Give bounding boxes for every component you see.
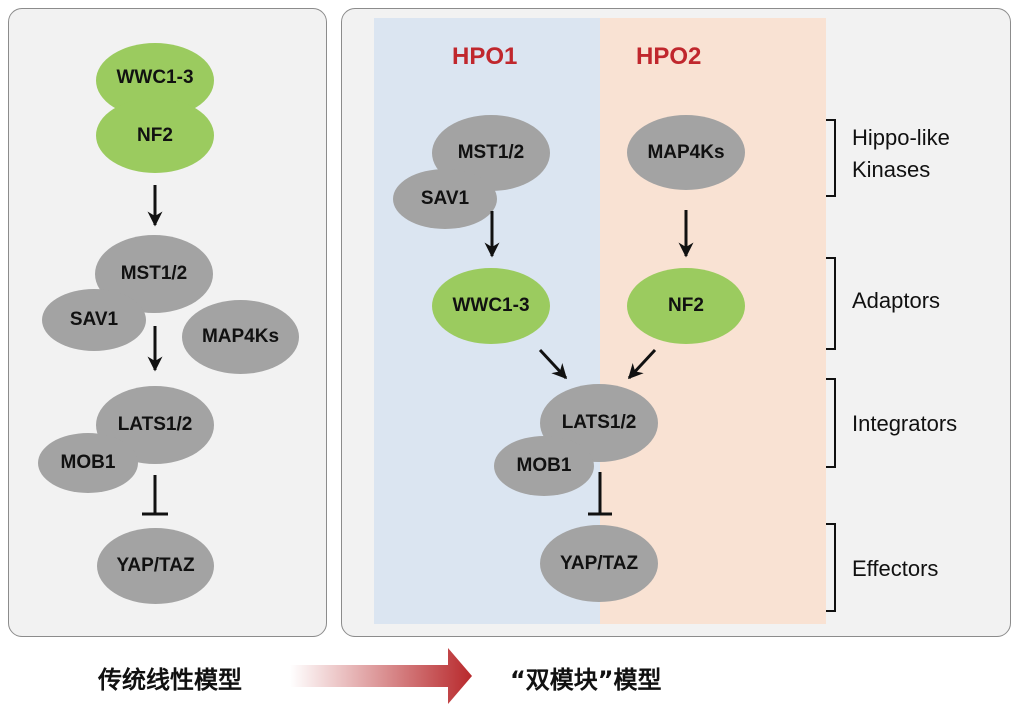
dual-module-caption: “双模块”模型 bbox=[510, 666, 662, 694]
hpo1-sav-node: SAV1 bbox=[393, 169, 497, 229]
bracket-effectors bbox=[826, 523, 836, 612]
bracket-adaptors bbox=[826, 257, 836, 350]
hpo1-title: HPO1 bbox=[452, 43, 518, 70]
mob-node: MOB1 bbox=[38, 433, 138, 493]
transition-arrow bbox=[290, 648, 472, 704]
mob-node-right: MOB1 bbox=[494, 436, 594, 496]
nf2-node: NF2 bbox=[96, 98, 214, 173]
hpo2-title: HPO2 bbox=[636, 43, 702, 70]
hpo2-map4k-node: MAP4Ks bbox=[627, 115, 745, 190]
tier-label-effectors: Effectors bbox=[852, 556, 939, 581]
map4k-node: MAP4Ks bbox=[182, 300, 299, 374]
arrow-wwc-to-lats bbox=[538, 348, 568, 380]
hpo2-nf2-node: NF2 bbox=[627, 268, 745, 344]
yap-node: YAP/TAZ bbox=[97, 528, 214, 604]
hpo1-wwc-node: WWC1-3 bbox=[432, 268, 550, 344]
yap-node-right: YAP/TAZ bbox=[540, 525, 658, 602]
arrow-nf2-to-lats bbox=[627, 348, 657, 380]
tier-label-integrators: Integrators bbox=[852, 411, 958, 436]
inhibit-lats-to-yap-right bbox=[588, 472, 612, 516]
sav-node: SAV1 bbox=[42, 289, 146, 351]
tier-label-kinases-line1: Hippo-like bbox=[852, 125, 950, 150]
inhibit-lats-to-yap bbox=[142, 475, 168, 516]
bracket-kinases bbox=[826, 119, 836, 197]
linear-model-caption: 传统线性模型 bbox=[98, 666, 242, 694]
tier-label-adaptors: Adaptors bbox=[852, 288, 941, 313]
bracket-integrators bbox=[826, 378, 836, 468]
tier-label-kinases: Hippo-like Kinases bbox=[852, 122, 950, 186]
tier-label-kinases-line2: Kinases bbox=[852, 157, 931, 182]
